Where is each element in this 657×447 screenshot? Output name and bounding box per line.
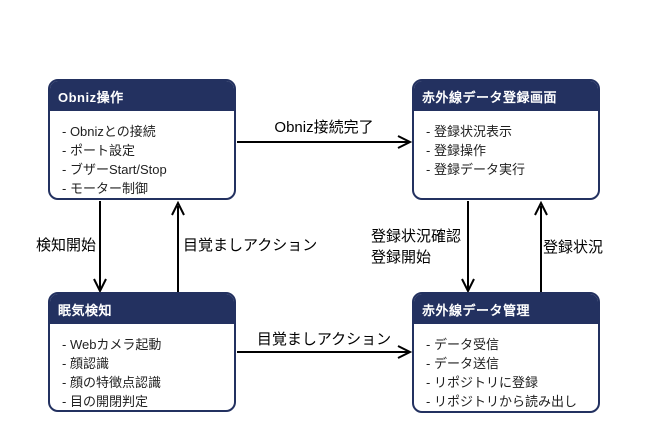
- list-item: - リポジトリから読み出し: [426, 394, 577, 409]
- node-drowsiness-detection: 眠気検知 - Webカメラ起動 - 顔認識 - 顔の特徴点認識 - 目の開閉判定: [48, 292, 236, 412]
- label-registration-start: 登録開始: [371, 249, 432, 266]
- list-item: - リポジトリに登録: [426, 375, 538, 390]
- label-registration-status: 登録状況: [543, 239, 604, 256]
- node-ir-data-management-title: 赤外線データ管理: [414, 294, 598, 324]
- list-item: - Obnizとの接続: [62, 124, 156, 139]
- list-item: - 目の開閉判定: [62, 394, 148, 409]
- list-item: - 顔認識: [62, 356, 109, 371]
- node-ir-data-management-body: - データ受信 - データ送信 - リポジトリに登録 - リポジトリから読み出し: [414, 324, 598, 411]
- arrow-wake-action-up: [171, 200, 185, 292]
- label-detection-start: 検知開始: [36, 237, 97, 254]
- arrow-registration-check-down: [461, 201, 475, 294]
- arrow-obniz-to-registration: [237, 135, 413, 149]
- list-item: - モーター制御: [62, 181, 148, 196]
- node-obniz-operation-title: Obniz操作: [50, 81, 234, 111]
- arrow-drowsiness-to-management: [237, 345, 413, 359]
- node-obniz-operation: Obniz操作 - Obnizとの接続 - ポート設定 - ブザーStart/S…: [48, 79, 236, 200]
- arrow-detection-start-down: [93, 201, 107, 294]
- node-ir-registration-screen-title: 赤外線データ登録画面: [414, 81, 598, 111]
- label-wake-action-bottom: 目覚ましアクション: [256, 331, 392, 348]
- list-item: - 登録状況表示: [426, 124, 512, 139]
- list-item: - 登録操作: [426, 143, 486, 158]
- list-item: - データ受信: [426, 337, 499, 352]
- node-drowsiness-detection-body: - Webカメラ起動 - 顔認識 - 顔の特徴点認識 - 目の開閉判定: [50, 324, 234, 410]
- node-ir-data-management: 赤外線データ管理 - データ受信 - データ送信 - リポジトリに登録 - リポ…: [412, 292, 600, 413]
- arrow-registration-status-up: [534, 200, 548, 292]
- node-ir-registration-screen-body: - 登録状況表示 - 登録操作 - 登録データ実行: [414, 111, 598, 179]
- list-item: - 顔の特徴点認識: [62, 375, 161, 390]
- node-ir-registration-screen: 赤外線データ登録画面 - 登録状況表示 - 登録操作 - 登録データ実行: [412, 79, 600, 200]
- node-obniz-operation-body: - Obnizとの接続 - ポート設定 - ブザーStart/Stop - モー…: [50, 111, 234, 198]
- list-item: - 登録データ実行: [426, 162, 525, 177]
- node-drowsiness-detection-title: 眠気検知: [50, 294, 234, 324]
- list-item: - Webカメラ起動: [62, 337, 162, 352]
- label-registration-status-check: 登録状況確認: [371, 228, 462, 245]
- list-item: - データ送信: [426, 356, 499, 371]
- label-obniz-connected: Obniz接続完了: [274, 119, 374, 136]
- list-item: - ブザーStart/Stop: [62, 162, 167, 177]
- label-wake-action-left: 目覚ましアクション: [183, 237, 318, 254]
- list-item: - ポート設定: [62, 143, 135, 158]
